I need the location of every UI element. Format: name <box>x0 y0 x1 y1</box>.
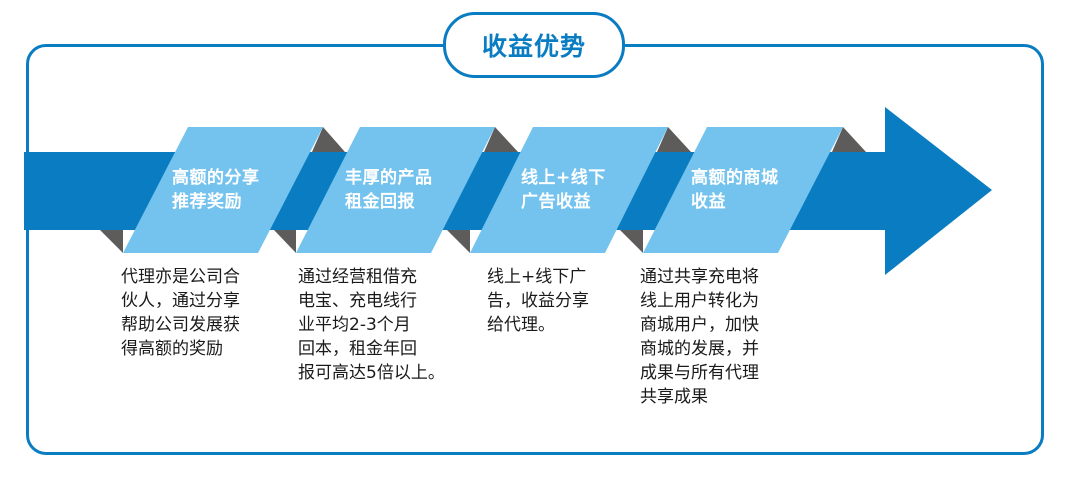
step-4-title: 高额的商城 收益 <box>691 168 779 212</box>
step-panel-2 <box>296 127 495 253</box>
step-3-title: 线上+线下 广告收益 <box>521 168 606 212</box>
arrow-head <box>885 107 992 275</box>
step-2-description: 通过经营租借充 电宝、充电线行 业平均2-3个月 回本，租金年回 报可高达5倍以… <box>298 267 445 383</box>
fold-shadows <box>100 127 866 253</box>
step-1-description: 代理亦是公司合 伙人，通过分享 帮助公司发展获 得高额的奖励 <box>121 267 240 359</box>
title-badge: 收益优势 <box>443 12 625 78</box>
diagram-title: 收益优势 <box>481 32 586 61</box>
step-panel-1 <box>123 127 323 253</box>
step-panel-3 <box>470 127 668 253</box>
step-2-title: 丰厚的产品 租金回报 <box>345 168 433 212</box>
step-1-title: 高额的分享 推荐奖励 <box>172 168 260 212</box>
step-3-description: 线上+线下广 告，收益分享 给代理。 <box>487 267 589 335</box>
step-panel-4 <box>643 127 843 253</box>
step-4-description: 通过共享充电将 线上用户转化为 商城用户，加快 商城的发展，并 成果与所有代理 … <box>640 267 759 407</box>
